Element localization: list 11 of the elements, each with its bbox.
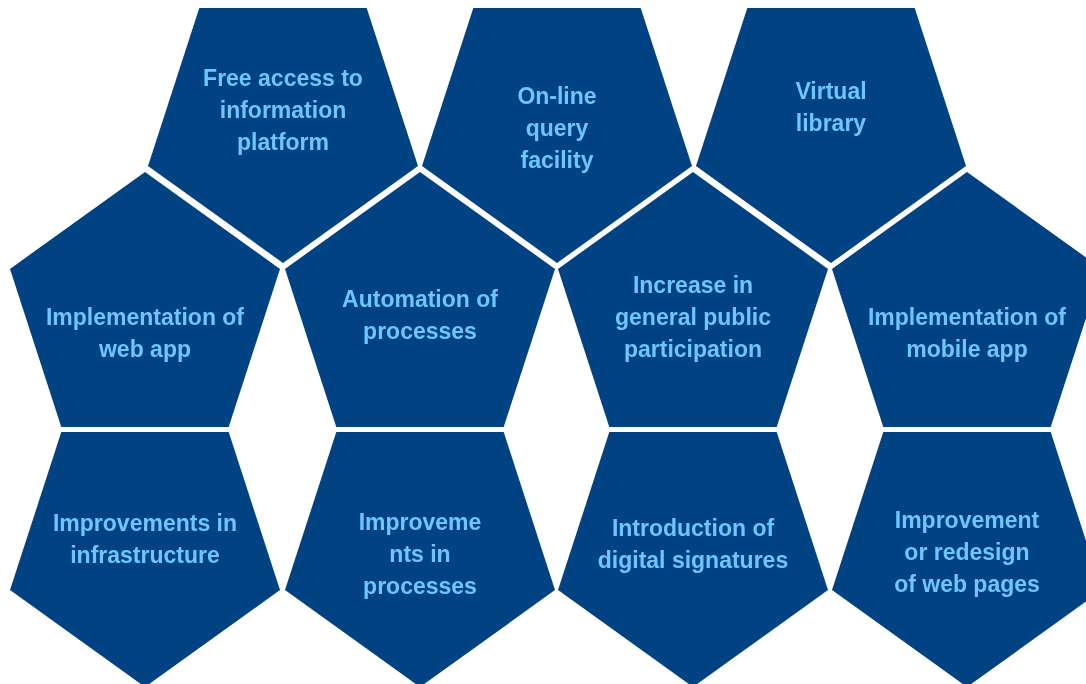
tile-label: Introduction of digital signatures: [596, 514, 790, 576]
tile-label: Automation of processes: [341, 284, 499, 346]
tile-label: Increase in general public participation: [614, 271, 772, 365]
tile-label: Improvements in infrastructure: [51, 509, 238, 571]
tile-label: Implementation of mobile app: [866, 302, 1068, 364]
tile-label: Improvement or redesign of web pages: [893, 505, 1041, 599]
tile-label: Free access to information platform: [202, 64, 364, 157]
tile-label: Improveme nts in processes: [357, 508, 483, 602]
tile-label: Implementation of web app: [44, 302, 246, 364]
tile-label: On-line query facility: [516, 81, 598, 175]
tile-label: Virtual library: [794, 77, 868, 139]
